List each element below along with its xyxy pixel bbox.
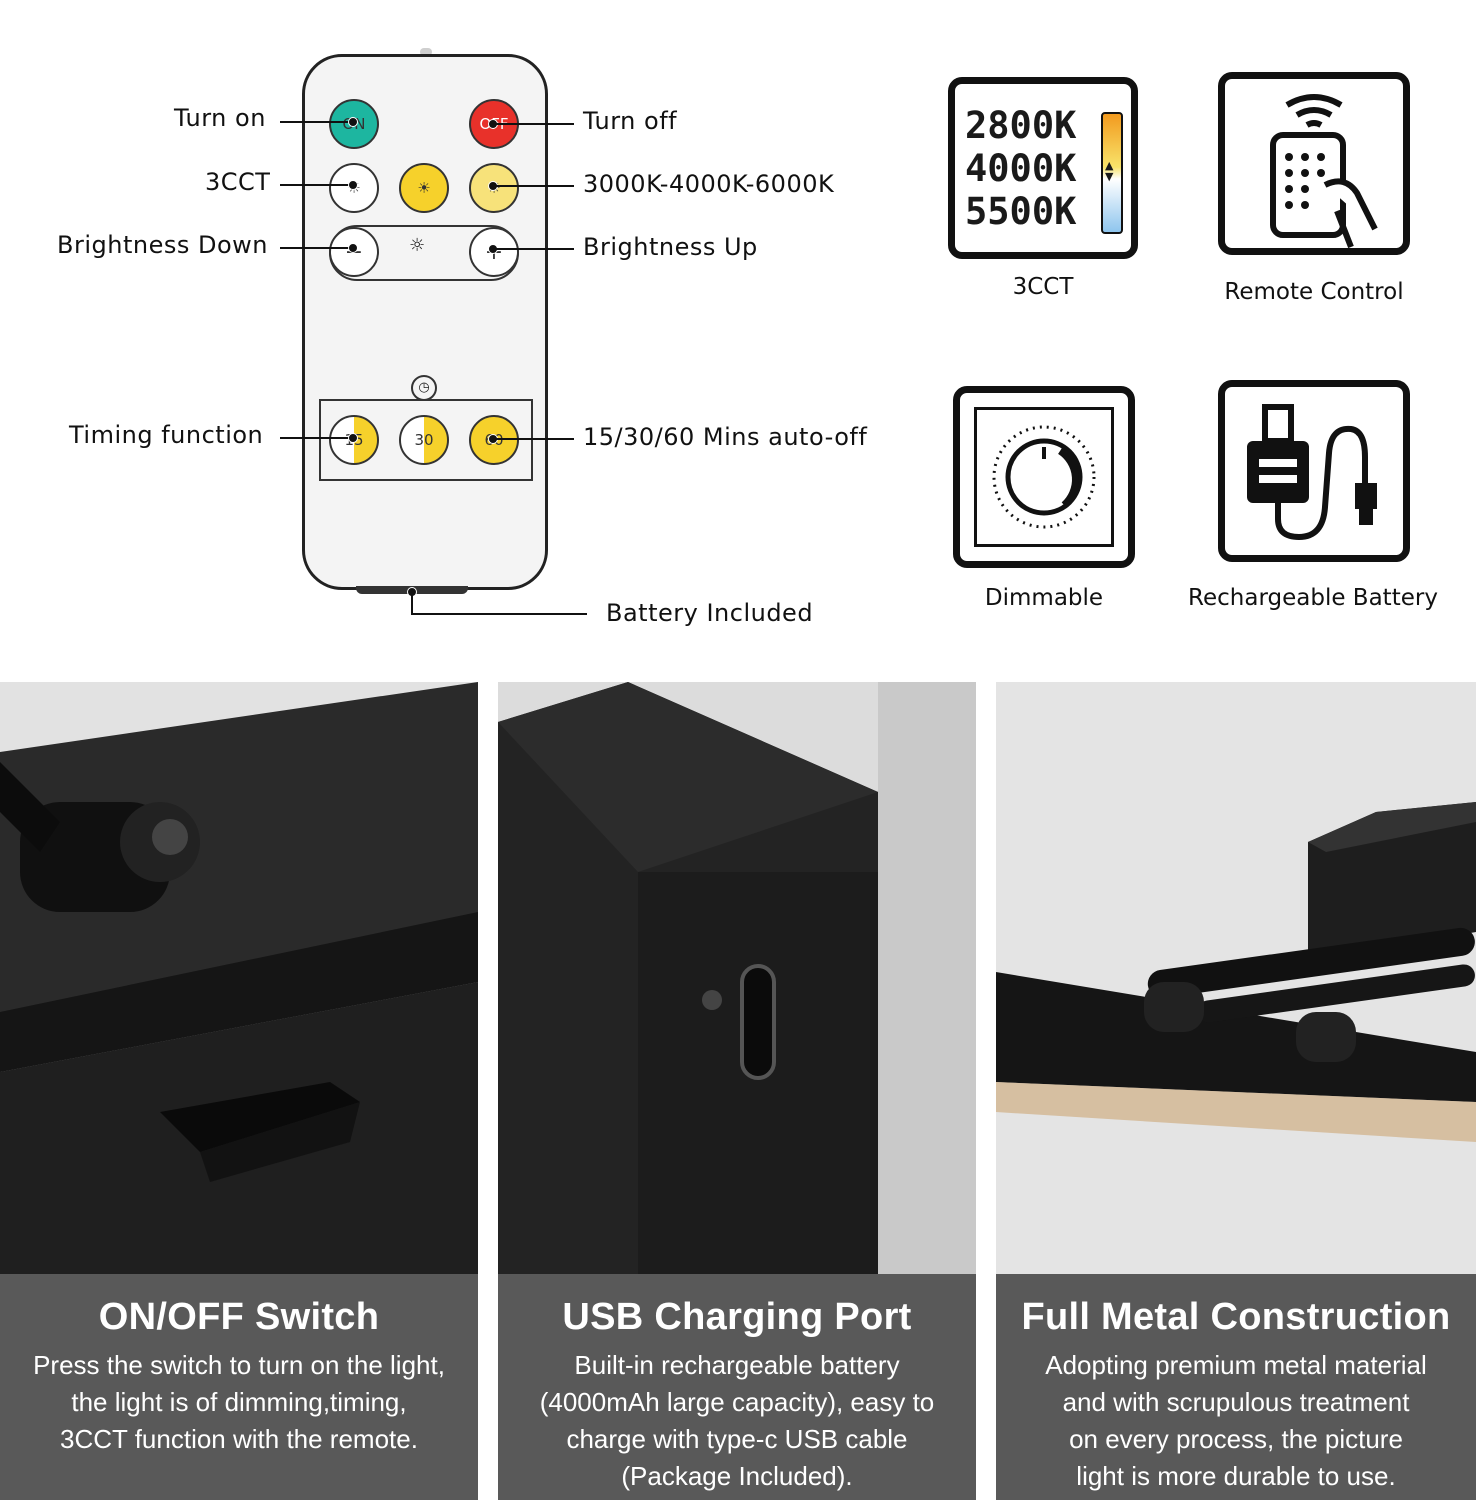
leader-dot <box>348 117 358 127</box>
panel-line: charge with type-c USB cable <box>566 1424 908 1454</box>
usb-photo-svg <box>498 682 976 1274</box>
label-temperatures: 3000K-4000K-6000K <box>583 170 835 198</box>
remote-control-icon <box>1218 72 1410 255</box>
temperature-gradient-bar: ▲▼ <box>1101 112 1123 234</box>
leader-line <box>494 438 574 440</box>
temp-4000-button[interactable]: ☀ <box>399 163 449 213</box>
label-3cct: 3CCT <box>205 168 271 196</box>
panel-line: on every process, the picture <box>1069 1424 1403 1454</box>
leader-line <box>411 613 587 615</box>
caption-dimmable: Dimmable <box>984 585 1104 611</box>
panel-title: ON/OFF Switch <box>98 1296 380 1338</box>
switch-photo-svg <box>0 682 478 1274</box>
leader-line <box>494 248 574 250</box>
panel-description: Adopting premium metal material and with… <box>996 1347 1476 1495</box>
temp-5500k: 5500K <box>965 190 1077 233</box>
caption-3cct: 3CCT <box>1012 274 1074 300</box>
temp-4000k: 4000K <box>965 147 1077 190</box>
caption-panel-on-off: ON/OFF Switch Press the switch to turn o… <box>0 1274 478 1500</box>
photo-on-off-switch <box>0 682 478 1274</box>
brightness-icon: ☼ <box>409 235 426 256</box>
metal-photo-svg <box>996 682 1476 1274</box>
remote-control: ON OFF ☀ ☀ ☀ − + ☼ ◷ 15 30 60 <box>302 54 548 590</box>
caption-remote-control: Remote Control <box>1224 279 1404 305</box>
panel-line: Adopting premium metal material <box>1045 1350 1427 1380</box>
photo-usb-port <box>498 682 976 1274</box>
panel-line: and with scrupulous treatment <box>1062 1387 1410 1417</box>
leader-line <box>280 247 352 249</box>
panel-title: Full Metal Construction <box>1021 1296 1451 1338</box>
up-down-arrows-icon: ▲▼ <box>1105 159 1114 183</box>
dimmer-plate <box>974 407 1114 547</box>
leader-line <box>494 123 574 125</box>
panel-line: (4000mAh large capacity), easy to <box>539 1387 935 1417</box>
caption-panel-usb: USB Charging Port Built-in rechargeable … <box>498 1274 976 1500</box>
leader-dot <box>348 243 358 253</box>
label-battery-included: Battery Included <box>606 599 814 627</box>
panel-description: Press the switch to turn on the light, t… <box>0 1347 478 1458</box>
panel-line: light is more durable to use. <box>1076 1461 1396 1491</box>
label-turn-off: Turn off <box>583 107 678 135</box>
timing-box <box>319 399 533 481</box>
usb-battery-icon <box>1218 380 1410 562</box>
leader-line <box>411 593 413 615</box>
dimmer-knob-icon <box>953 386 1135 568</box>
leader-line <box>494 185 574 187</box>
panel-description: Built-in rechargeable battery (4000mAh l… <box>498 1347 976 1495</box>
dimmer-dial-svg <box>992 425 1096 529</box>
sun-icon: ☀ <box>417 179 431 197</box>
leader-line <box>280 184 352 186</box>
color-temperature-icon: 2800K 4000K 5500K ▲▼ <box>948 77 1138 259</box>
timer-30-button[interactable]: 30 <box>399 415 449 465</box>
panel-line: Built-in rechargeable battery <box>574 1350 900 1380</box>
panel-title: USB Charging Port <box>562 1296 912 1338</box>
leader-line <box>280 437 352 439</box>
leader-dot <box>348 433 358 443</box>
photo-metal-construction <box>996 682 1476 1274</box>
panel-line: the light is of dimming,timing, <box>71 1387 407 1417</box>
panel-line: (Package Included). <box>621 1461 853 1491</box>
remote-hand-svg <box>1270 94 1378 248</box>
remote-top-notch <box>420 48 432 56</box>
leader-dot <box>348 180 358 190</box>
usb-cable-svg <box>1247 404 1377 541</box>
label-timing-function: Timing function <box>69 421 264 449</box>
clock-icon: ◷ <box>411 375 437 401</box>
caption-panel-metal: Full Metal Construction Adopting premium… <box>996 1274 1476 1500</box>
label-brightness-down: Brightness Down <box>57 231 268 259</box>
label-brightness-up: Brightness Up <box>583 233 758 261</box>
timer-30-label: 30 <box>414 431 434 449</box>
label-turn-on: Turn on <box>174 104 266 132</box>
panel-line: 3CCT function with the remote. <box>60 1424 418 1454</box>
leader-line <box>280 121 352 123</box>
caption-rechargeable-battery: Rechargeable Battery <box>1188 585 1438 611</box>
temp-2800k: 2800K <box>965 104 1077 147</box>
label-auto-off: 15/30/60 Mins auto-off <box>583 423 868 451</box>
panel-line: Press the switch to turn on the light, <box>33 1350 445 1380</box>
